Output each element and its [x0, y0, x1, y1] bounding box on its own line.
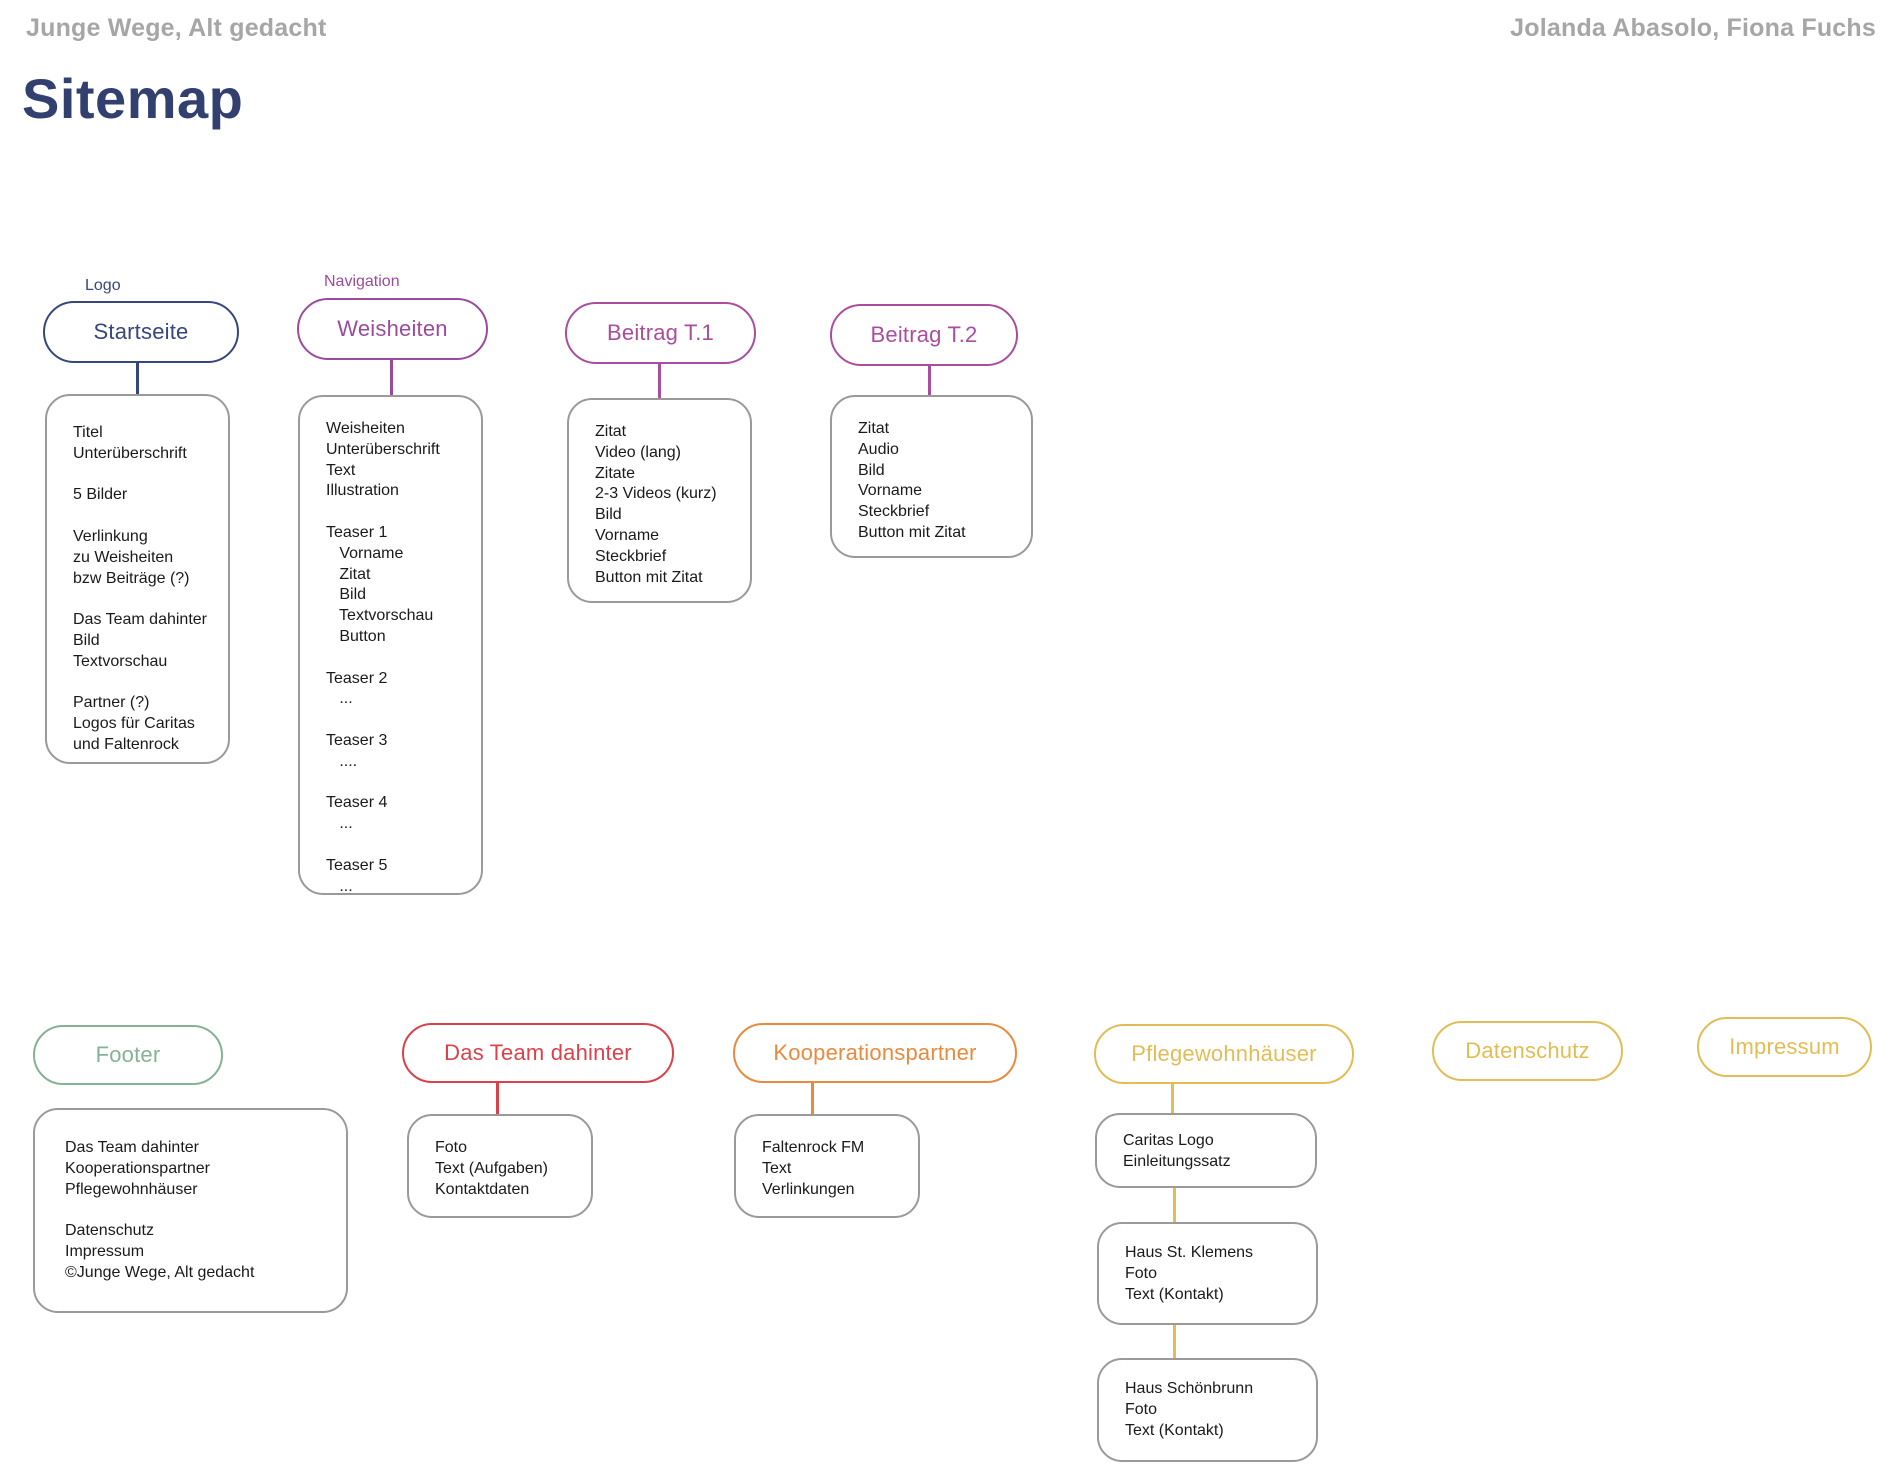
node-label: Impressum — [1729, 1034, 1840, 1059]
box-beitrag-t2-content: Zitat Audio Bild Vorname Steckbrief Butt… — [830, 395, 1033, 558]
authors: Jolanda Abasolo, Fiona Fuchs — [1510, 14, 1876, 42]
node-label: Pflegewohnhäuser — [1131, 1041, 1317, 1066]
node-label: Kooperationspartner — [773, 1040, 977, 1065]
box-weisheiten-content: Weisheiten Unterüberschrift Text Illustr… — [298, 395, 483, 895]
box-haus-st-klemens-content: Haus St. Klemens Foto Text (Kontakt) — [1097, 1222, 1318, 1325]
node-label: Das Team dahinter — [444, 1040, 632, 1065]
node-pill-impressum: Impressum — [1697, 1017, 1872, 1077]
connector-pflege-2 — [1173, 1188, 1176, 1222]
connector-das-team-dahinter — [496, 1081, 499, 1114]
node-pill-datenschutz: Datenschutz — [1432, 1021, 1623, 1081]
box-kooperationspartner-content: Faltenrock FM Text Verlinkungen — [734, 1114, 920, 1218]
node-pill-beitrag-t2: Beitrag T.2 — [830, 304, 1018, 366]
node-label: Startseite — [93, 319, 189, 344]
connector-pflege-3 — [1173, 1325, 1176, 1358]
navigation-tag-label: Navigation — [324, 273, 400, 290]
box-beitrag-t1-content: Zitat Video (lang) Zitate 2-3 Videos (ku… — [567, 398, 752, 603]
node-label: Beitrag T.2 — [870, 322, 978, 347]
page-title: Sitemap — [22, 67, 244, 130]
node-label: Datenschutz — [1465, 1038, 1590, 1063]
connector-weisheiten — [390, 358, 393, 395]
box-startseite-content: Titel Unterüberschrift 5 Bilder Verlinku… — [45, 394, 230, 764]
box-haus-schoenbrunn-content: Haus Schönbrunn Foto Text (Kontakt) — [1097, 1358, 1318, 1462]
node-pill-footer: Footer — [33, 1025, 223, 1085]
node-pill-startseite: Startseite — [43, 301, 239, 363]
box-caritas-logo-content: Caritas Logo Einleitungssatz — [1095, 1113, 1317, 1188]
connector-pflege-1 — [1171, 1082, 1174, 1113]
connector-beitrag-t2 — [928, 364, 931, 395]
node-label: Beitrag T.1 — [607, 320, 714, 345]
node-label: Footer — [95, 1042, 161, 1067]
box-das-team-dahinter-content: Foto Text (Aufgaben) Kontaktdaten — [407, 1114, 593, 1218]
node-pill-kooperationspartner: Kooperationspartner — [733, 1023, 1017, 1083]
node-pill-pflegewohnhaeuser: Pflegewohnhäuser — [1094, 1024, 1354, 1084]
project-name: Junge Wege, Alt gedacht — [26, 14, 327, 42]
node-pill-weisheiten: Weisheiten — [297, 298, 488, 360]
connector-beitrag-t1 — [658, 362, 661, 398]
logo-tag-label: Logo — [85, 277, 121, 294]
node-pill-das-team-dahinter: Das Team dahinter — [402, 1023, 674, 1083]
box-footer-content: Das Team dahinter Kooperationspartner Pf… — [33, 1108, 348, 1313]
node-pill-beitrag-t1: Beitrag T.1 — [565, 302, 756, 364]
connector-kooperationspartner — [811, 1081, 814, 1114]
connector-startseite — [136, 363, 139, 394]
node-label: Weisheiten — [337, 316, 448, 341]
